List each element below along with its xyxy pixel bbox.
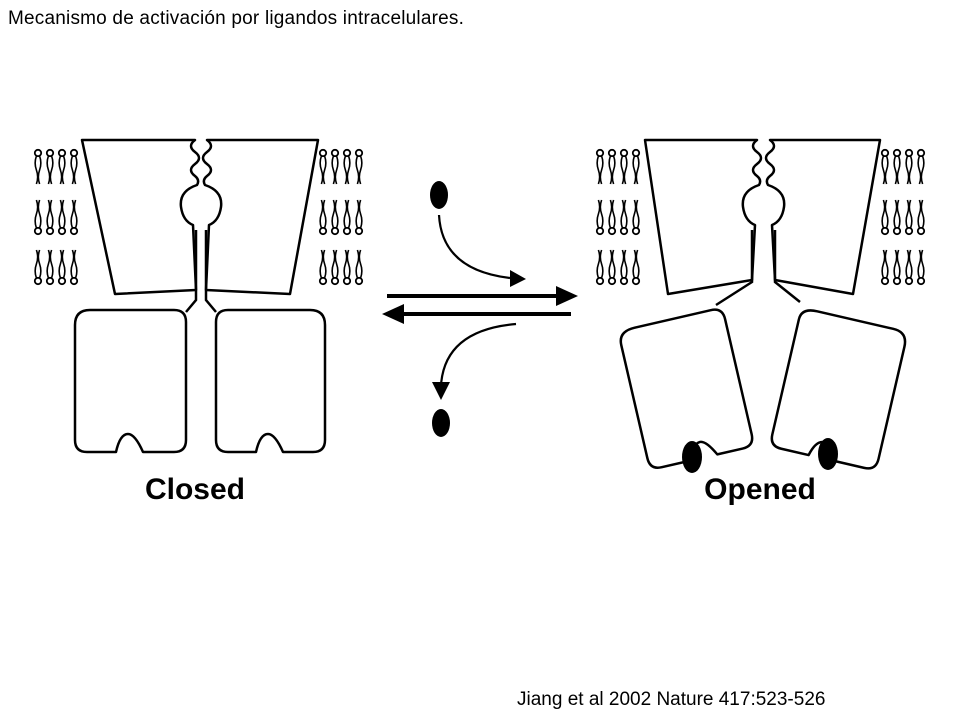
ligand-unbound-bottom xyxy=(432,409,450,437)
pore-domain-left xyxy=(643,138,763,296)
membrane-lipids-right xyxy=(882,150,924,284)
pore-domain-right xyxy=(201,138,320,296)
ligand-bound-left xyxy=(682,441,702,473)
gate-linker xyxy=(185,230,217,313)
reverse-arrowhead xyxy=(382,304,404,324)
gate-linker xyxy=(715,230,801,307)
pore-domain-right xyxy=(764,138,882,296)
release-curve-arrow xyxy=(439,322,517,386)
opened-channel: Opened xyxy=(597,138,924,506)
rck-domain-left xyxy=(619,308,754,469)
rck-domain-left xyxy=(73,308,188,454)
rck-domain-right xyxy=(214,308,327,454)
slide-title: Mecanismo de activación por ligandos int… xyxy=(8,8,465,29)
opened-label: Opened xyxy=(704,473,816,506)
ligand-unbound-top xyxy=(430,181,448,209)
ligand-bound-right xyxy=(818,438,838,470)
closed-label: Closed xyxy=(145,473,245,506)
release-curve-arrowhead xyxy=(432,382,450,400)
closed-channel: Closed xyxy=(35,138,362,506)
membrane-lipids-left xyxy=(597,150,639,284)
binding-curve-arrow xyxy=(437,214,511,280)
membrane-lipids-left xyxy=(35,150,77,284)
equilibrium-arrows xyxy=(382,181,578,437)
pore-domain-left xyxy=(80,138,201,296)
membrane-lipids-right xyxy=(320,150,362,284)
rck-domain-right xyxy=(770,309,907,470)
forward-arrowhead xyxy=(556,286,578,306)
binding-curve-arrowhead xyxy=(510,270,526,287)
citation-text: Jiang et al 2002 Nature 417:523-526 xyxy=(517,689,826,710)
